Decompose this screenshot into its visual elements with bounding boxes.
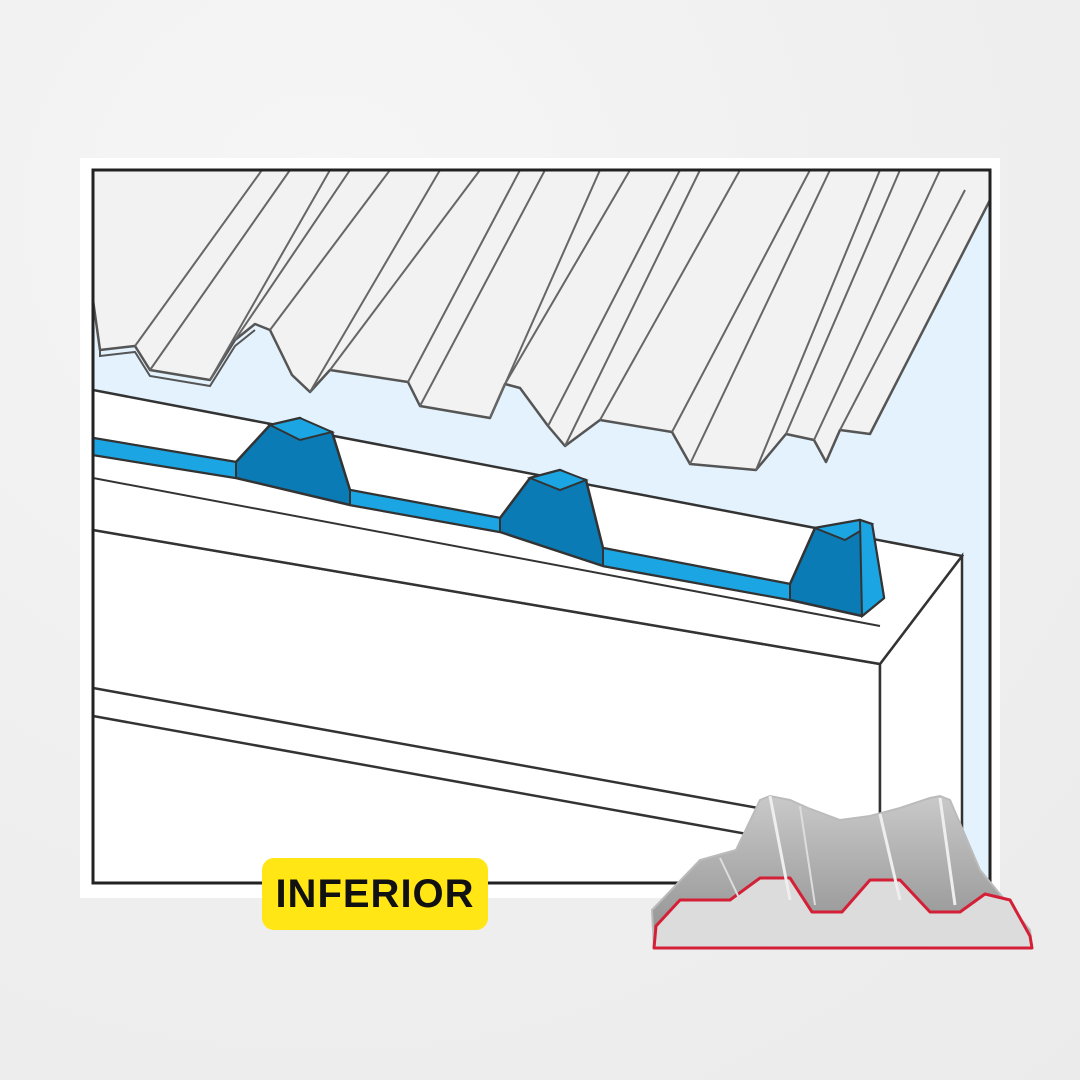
illustration-border — [91, 168, 992, 885]
beam-flange-edge — [93, 477, 881, 627]
sandwich-panel-icon — [650, 794, 1034, 950]
corrugated-roof-sheet-icon — [93, 170, 990, 472]
inferior-label-badge: INFERIOR — [262, 858, 488, 930]
profile-filler-strip-icon — [93, 416, 886, 619]
